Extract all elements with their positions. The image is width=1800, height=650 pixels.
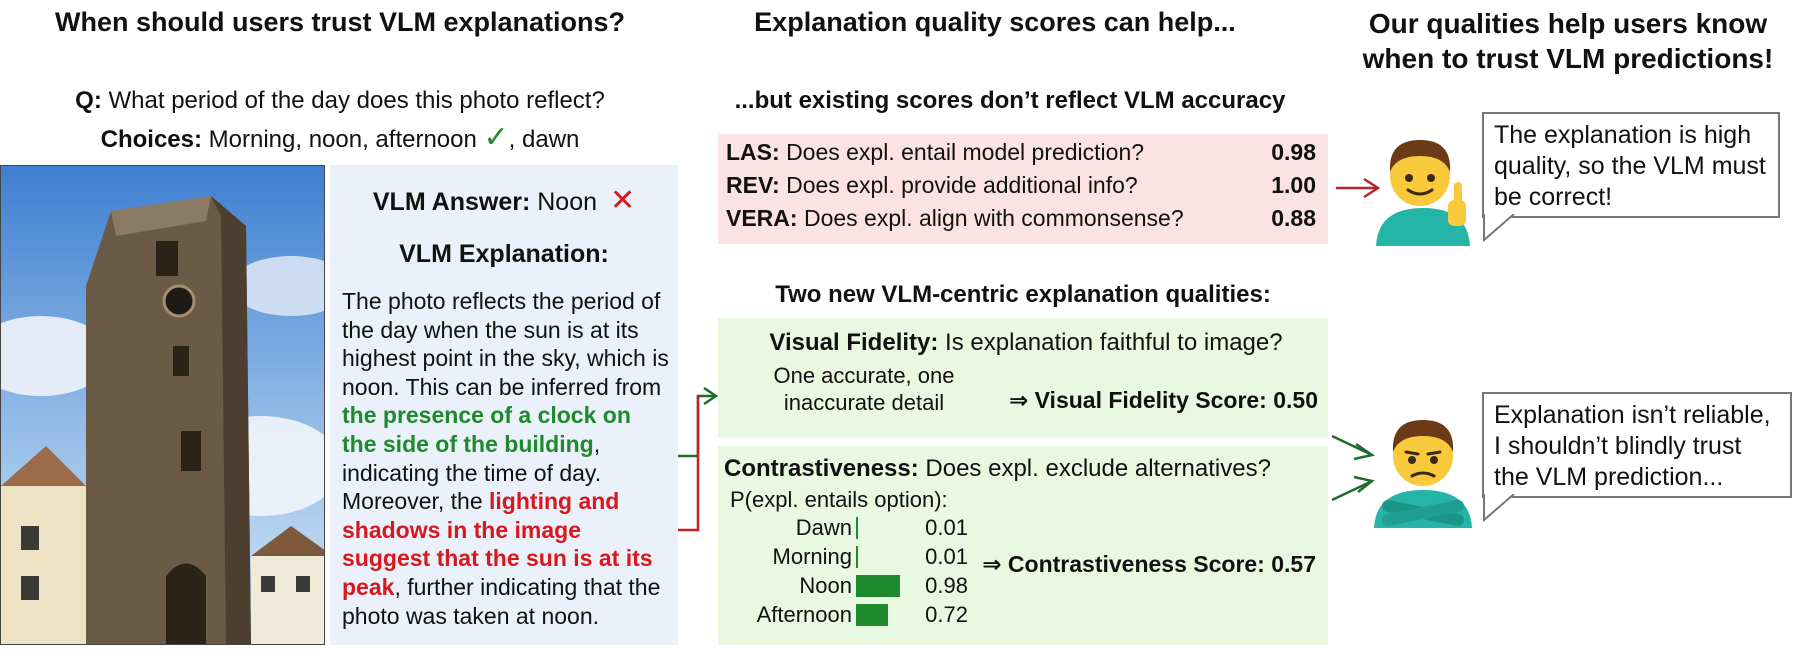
option-label: Afternoon bbox=[756, 601, 852, 627]
explanation-panel bbox=[330, 165, 678, 645]
right-title: Our qualities help users know when to tr… bbox=[1336, 6, 1800, 76]
prob-row: Morning 0.01 bbox=[724, 542, 1320, 571]
speech-bubble-top: The explanation is high quality, so the … bbox=[1482, 112, 1780, 243]
right-title-line: when to trust VLM predictions! bbox=[1362, 43, 1774, 74]
existing-scores-panel: LAS: Does expl. entail model prediction?… bbox=[718, 134, 1328, 244]
vlm-answer-label: VLM Answer: bbox=[372, 188, 531, 216]
prob-bar bbox=[856, 545, 858, 568]
choices-label: Choices: bbox=[100, 126, 202, 153]
question-text: What period of the day does this photo r… bbox=[108, 87, 605, 114]
left-title: When should users trust VLM explanations… bbox=[54, 7, 626, 37]
existing-scores-title: ...but existing scores don’t reflect VLM… bbox=[734, 87, 1286, 114]
skeptical-person-icon bbox=[1374, 420, 1472, 528]
check-icon: ✓ bbox=[483, 121, 509, 154]
visual-fidelity-score: ⇒ Visual Fidelity Score: 0.50 bbox=[1008, 387, 1318, 413]
score-name: LAS: bbox=[726, 139, 780, 165]
thumbs-up-person-icon bbox=[1376, 140, 1470, 246]
prob-row: Dawn 0.01 bbox=[724, 513, 1320, 542]
prob-bar bbox=[856, 574, 900, 597]
option-label: Morning bbox=[772, 543, 852, 569]
contrastiveness-name: Contrastiveness: bbox=[724, 455, 919, 482]
vlm-explanation-title: VLM Explanation: bbox=[399, 240, 609, 268]
prob-bar bbox=[856, 603, 888, 626]
contrastiveness-score: ⇒ Contrastiveness Score: 0.57 bbox=[982, 551, 1316, 577]
arrow-icon bbox=[1353, 442, 1376, 461]
note-line: inaccurate detail bbox=[783, 390, 945, 415]
existing-score-row: LAS: Does expl. entail model prediction?… bbox=[726, 138, 1316, 167]
vlm-answer: VLM Answer: Noon ✕ bbox=[330, 183, 678, 218]
bubble-tail bbox=[1483, 214, 1515, 243]
score-value: 1.00 bbox=[1271, 172, 1316, 198]
prob-title: P(expl. entails option): bbox=[730, 487, 948, 512]
visual-fidelity-panel: Visual Fidelity: Is explanation faithful… bbox=[718, 318, 1328, 438]
option-label: Dawn bbox=[795, 514, 852, 540]
speech-text: The explanation is high quality, so the … bbox=[1494, 121, 1766, 211]
prob-row: Noon 0.98 bbox=[724, 571, 1320, 600]
score-question: Does expl. entail model prediction? bbox=[786, 139, 1145, 165]
explanation-part2: , indicating the time of day. Moreover, … bbox=[342, 430, 602, 515]
score-value: 0.88 bbox=[1271, 205, 1316, 231]
option-prob: 0.01 bbox=[925, 514, 968, 540]
explanation-inaccurate-detail: lighting and shadows in the image sugges… bbox=[342, 488, 653, 600]
score-value: 0.98 bbox=[1271, 139, 1316, 165]
prob-row: Afternoon 0.72 bbox=[724, 600, 1320, 629]
existing-score-row: REV: Does expl. provide additional info?… bbox=[726, 171, 1316, 200]
visual-fidelity-name: Visual Fidelity: bbox=[769, 329, 939, 356]
middle-title: Explanation quality scores can help... bbox=[754, 7, 1236, 37]
choices: Choices: Morning, noon, afternoon ✓, daw… bbox=[0, 123, 680, 154]
contrastiveness-panel: Contrastiveness: Does expl. exclude alte… bbox=[718, 446, 1328, 645]
right-title-line: Our qualities help users know bbox=[1368, 8, 1768, 39]
question-label: Q: bbox=[75, 87, 102, 114]
arrow-icon bbox=[703, 386, 719, 406]
contrastiveness-question: Does expl. exclude alternatives? bbox=[925, 455, 1271, 482]
existing-score-row: VERA: Does expl. align with commonsense?… bbox=[726, 204, 1316, 233]
vlm-explanation-text: The photo reflects the period of the day… bbox=[342, 287, 670, 630]
arrow-icon bbox=[1363, 177, 1381, 199]
score-question: Does expl. provide additional info? bbox=[786, 172, 1138, 198]
explanation-part1: The photo reflects the period of the day… bbox=[342, 288, 669, 400]
option-prob: 0.72 bbox=[925, 601, 968, 627]
choices-text-after: , dawn bbox=[508, 126, 580, 153]
prob-bar bbox=[856, 516, 858, 539]
clock-tower-photo bbox=[1, 166, 324, 644]
speech-bubble-bottom: Explanation isn’t reliable, I shouldn’t … bbox=[1482, 392, 1792, 523]
score-name: VERA: bbox=[726, 205, 798, 231]
explanation-part3: , further indicating that the photo was … bbox=[342, 573, 661, 629]
score-name: REV: bbox=[726, 172, 780, 198]
question: Q: What period of the day does this phot… bbox=[0, 86, 680, 115]
option-label: Noon bbox=[799, 572, 852, 598]
choices-text: Morning, noon, afternoon bbox=[208, 126, 477, 153]
cross-icon: ✕ bbox=[609, 184, 636, 217]
photo bbox=[0, 165, 325, 645]
bubble-tail bbox=[1483, 494, 1515, 523]
visual-fidelity-note: One accurate, one inaccurate detail bbox=[754, 362, 974, 416]
vlm-answer-value: Noon bbox=[537, 188, 598, 216]
contrastiveness-heading: Contrastiveness: Does expl. exclude alte… bbox=[724, 454, 1320, 483]
explanation-accurate-detail: the presence of a clock on the side of t… bbox=[342, 402, 631, 457]
note-line: One accurate, one bbox=[773, 363, 955, 388]
visual-fidelity-question: Is explanation faithful to image? bbox=[945, 329, 1283, 356]
option-prob: 0.98 bbox=[925, 572, 968, 598]
prob-list: Dawn 0.01 Morning 0.01 Noon 0.98 Afterno… bbox=[724, 513, 1320, 629]
arrow-icon bbox=[1353, 475, 1375, 493]
visual-fidelity-heading: Visual Fidelity: Is explanation faithful… bbox=[734, 328, 1318, 357]
score-question: Does expl. align with commonsense? bbox=[803, 205, 1184, 231]
speech-text: Explanation isn’t reliable, I shouldn’t … bbox=[1494, 401, 1771, 491]
option-prob: 0.01 bbox=[925, 543, 968, 569]
new-qualities-title: Two new VLM-centric explanation qualitie… bbox=[775, 281, 1271, 308]
